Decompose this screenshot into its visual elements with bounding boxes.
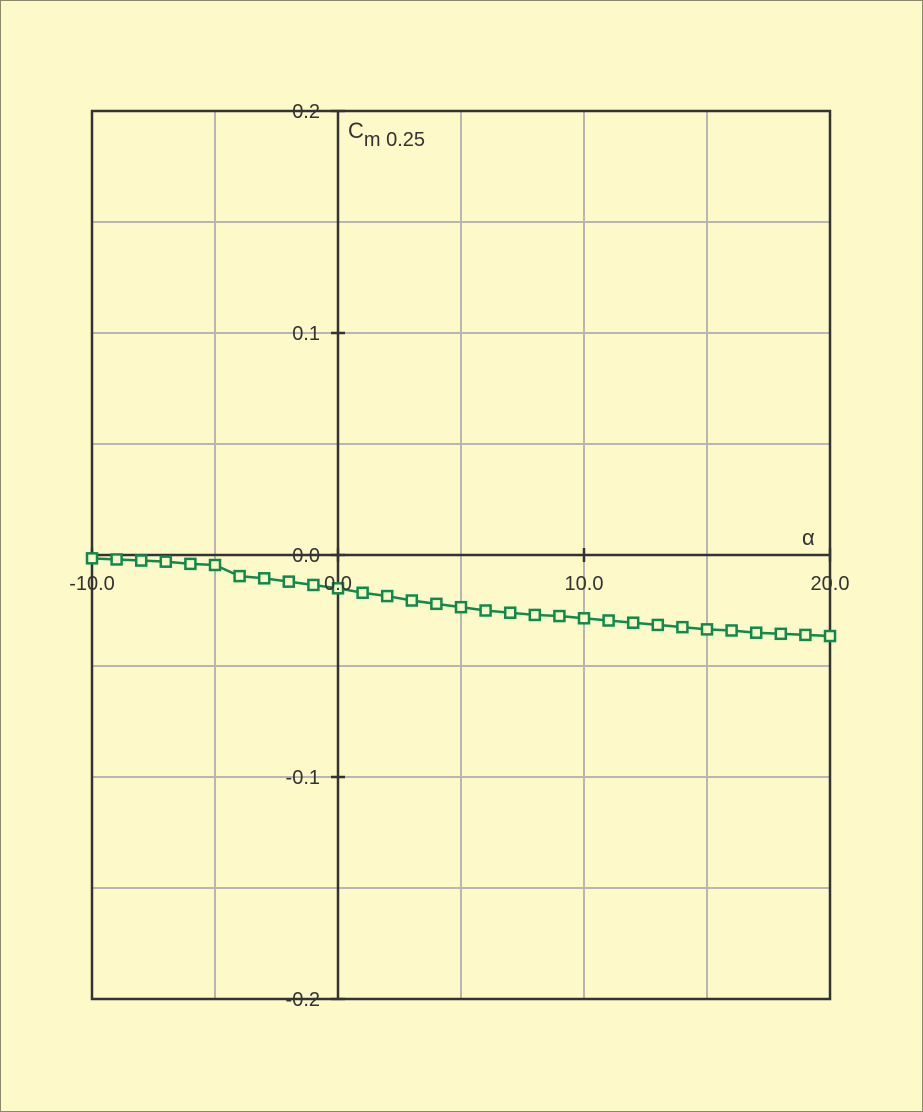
x-tick-label: -10.0 <box>69 573 115 595</box>
series-group <box>85 552 837 643</box>
data-point-marker <box>405 594 419 607</box>
data-point-marker <box>626 616 640 629</box>
data-point-marker <box>159 555 173 568</box>
y-tick-label: -0.2 <box>286 989 320 1011</box>
data-point-marker <box>233 569 246 583</box>
y-axis-title: Cm 0.25 <box>348 118 425 151</box>
x-tick-label: 0.0 <box>324 573 352 595</box>
data-point-marker <box>676 620 689 634</box>
x-tick-label: 20.0 <box>811 573 850 595</box>
data-point-marker <box>110 553 123 566</box>
data-point-marker <box>700 623 714 636</box>
data-point-marker <box>85 552 99 565</box>
data-point-marker <box>479 604 492 617</box>
y-tick-label: -0.1 <box>286 767 320 789</box>
data-point-marker <box>725 624 738 637</box>
y-axis-title-subscript: m 0.25 <box>364 129 425 151</box>
data-point-marker <box>380 589 394 603</box>
data-point-marker <box>430 597 443 611</box>
x-tick-label: 10.0 <box>565 573 604 595</box>
data-point-marker <box>823 629 837 643</box>
data-point-marker <box>134 554 148 567</box>
data-point-marker <box>651 618 665 632</box>
data-point-marker <box>454 600 468 614</box>
y-tick-label: 0.2 <box>292 101 320 123</box>
data-point-marker <box>528 608 542 622</box>
data-point-marker <box>331 582 345 595</box>
data-point-marker <box>503 606 517 619</box>
data-point-marker <box>356 586 369 599</box>
x-axis-title: α <box>802 525 815 550</box>
data-point-marker <box>799 628 812 642</box>
data-point-marker <box>208 558 222 572</box>
data-point-marker <box>257 572 271 585</box>
data-point-marker <box>553 609 566 623</box>
data-point-marker <box>184 557 197 571</box>
y-tick-label: 0.0 <box>292 545 320 567</box>
data-point-marker <box>282 575 296 588</box>
y-tick-label: 0.1 <box>292 323 320 345</box>
data-point-marker <box>307 578 320 592</box>
data-point-marker <box>774 627 788 641</box>
y-axis-title-main: C <box>348 118 364 143</box>
data-point-marker <box>577 612 591 625</box>
data-point-marker <box>749 626 763 639</box>
data-point-marker <box>602 614 615 627</box>
tick-labels: -10.0 0.0 10.0 20.0 0.2 0.1 0.0 -0.1 -0.2 <box>69 101 849 1011</box>
